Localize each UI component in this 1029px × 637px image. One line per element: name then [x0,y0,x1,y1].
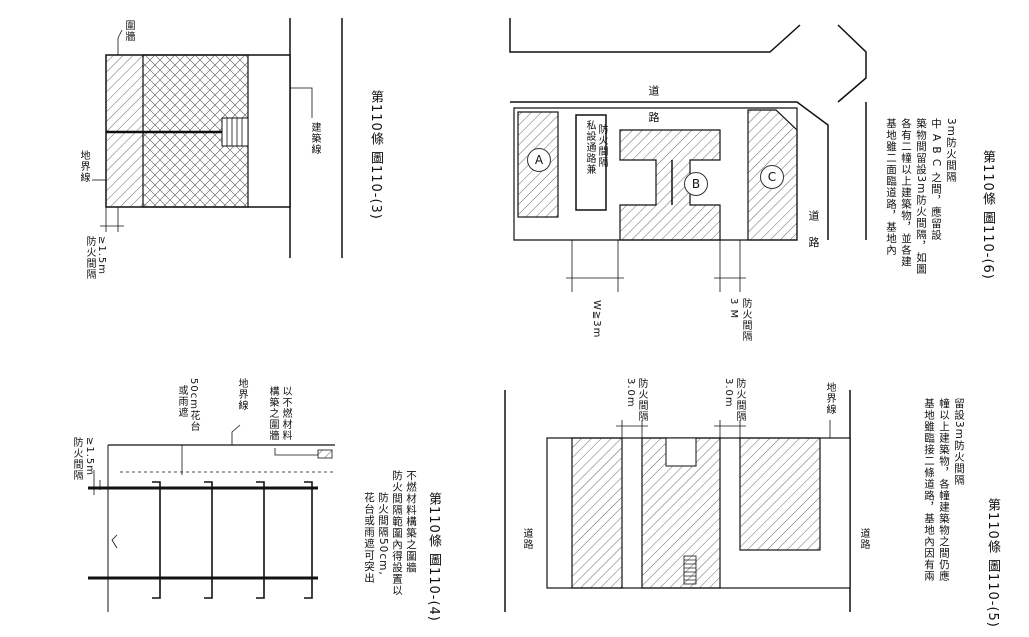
fig5-note-line-2: 幢以上建築物，各幢建築物之間仍應 [938,398,950,582]
fig5-gap-a-text: 防火間隔 [636,378,647,422]
fig5-note-line-3: 留設3m防火間隔 [953,398,965,486]
fig4-note-line-3: 防火間隔範圍內得設置以 [391,470,403,597]
fig5-boundary-label: 地界線 [824,382,835,415]
fig6-note-line-1: 基地雖二面臨道路，基地內 [885,118,897,256]
fig4-wall-label-1: 以不燃材料 [280,386,291,441]
fig6-building-b-marker: B [684,172,708,196]
fig5-gap-b-value: 3.0m [723,378,734,408]
fig4-note-line-4: 不燃材料構築之圍牆 [405,470,417,574]
fig4-wall-label-2: 構築之圍牆 [267,386,278,441]
fig4-caption: 第110條 圖110-(4) [426,492,441,622]
fig6-building-a-marker: A [527,148,551,172]
fig3-gap-value: ≥1.5m [96,236,107,276]
fig4-planter-label-1: 50cm花台 [188,378,199,432]
fig5-gap-a-value: 3.0m [625,378,636,408]
fig4-planter-label-2: 或雨遮 [176,385,187,418]
fig5-gap-b-text: 防火間隔 [734,378,745,422]
fig6-building-c-marker: C [760,165,784,189]
fig4-boundary-label: 地界線 [236,378,247,411]
fig5-caption: 第110條 圖110-(5) [985,498,1000,628]
fig6-note-line-2: 各有二幢以上建築物，並各建 [900,118,912,268]
fig6-note-line-4: 中 A B C 之間，應留設 [930,118,942,241]
fig6-caption: 第110條 圖110-(6) [980,150,995,280]
fig3-gap-text: 防火間隔 [84,236,95,280]
fig3-drawing [92,18,343,258]
fig6-3m-label-1: 3 M [728,298,739,320]
fig6-private-road-label-1: 私設通路兼 [584,120,595,175]
fig6-private-road-label-2: 防火間隔 [596,124,607,168]
fig5-note-line-1: 基地雖臨接二條道路，基地內因有兩 [923,398,935,582]
fig4-gap-value: ≥1.5m [84,437,95,477]
fig6-note-line-3: 築物間留設3m防火間隔，如圖 [915,118,927,275]
fig6-w-label: W≧3m [591,300,602,339]
fig6-road-top-label: 道 路 [647,85,660,129]
fig4-note-line-2: 防火間隔50cm, [377,492,389,576]
fig6-road-bottom-label: 道 路 [807,210,820,254]
fig3-caption: 第110條 圖110-(3) [368,90,383,220]
fig3-boundary-label: 地界線 [78,150,89,183]
fig6-note-line-5: 3m防火間隔 [945,118,957,183]
fig4-note-line-1: 花台或雨遮可突出 [363,492,375,584]
fig3-wall-label: 圍牆 [123,20,134,42]
fig4-gap-text: 防火間隔 [71,437,82,481]
fig5-drawing [504,390,851,612]
fig5-road-right-label: 道路 [858,528,869,550]
fig5-road-left-label: 道路 [521,528,532,550]
fig6-3m-label-2: 防火間隔 [740,298,751,342]
fig3-building-line-label: 建築線 [309,122,320,155]
fig6-drawing [509,18,867,292]
fig4-drawing [88,424,335,612]
